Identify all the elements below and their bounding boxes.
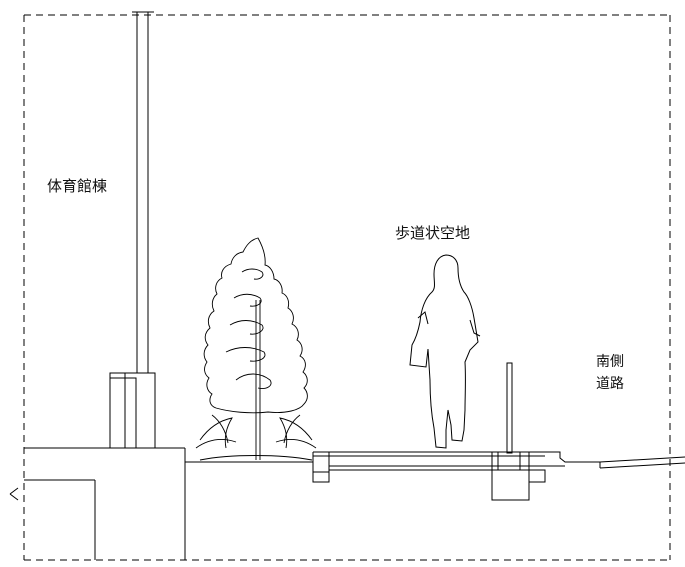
curb-and-road bbox=[545, 451, 685, 469]
label-gym-building: 体育館棟 bbox=[47, 177, 108, 195]
label-sidewalk-open-space: 歩道状空地 bbox=[395, 224, 471, 242]
bollard bbox=[506, 362, 513, 454]
sidewalk-pavement bbox=[312, 451, 546, 501]
foundation bbox=[9, 447, 313, 560]
label-south-road-line1: 南側 bbox=[596, 354, 624, 370]
label-south-road-line2: 道路 bbox=[596, 376, 624, 392]
tree bbox=[195, 237, 317, 461]
dashed-boundary bbox=[23, 14, 671, 561]
person bbox=[409, 254, 481, 449]
gym-building-wall bbox=[109, 11, 156, 449]
